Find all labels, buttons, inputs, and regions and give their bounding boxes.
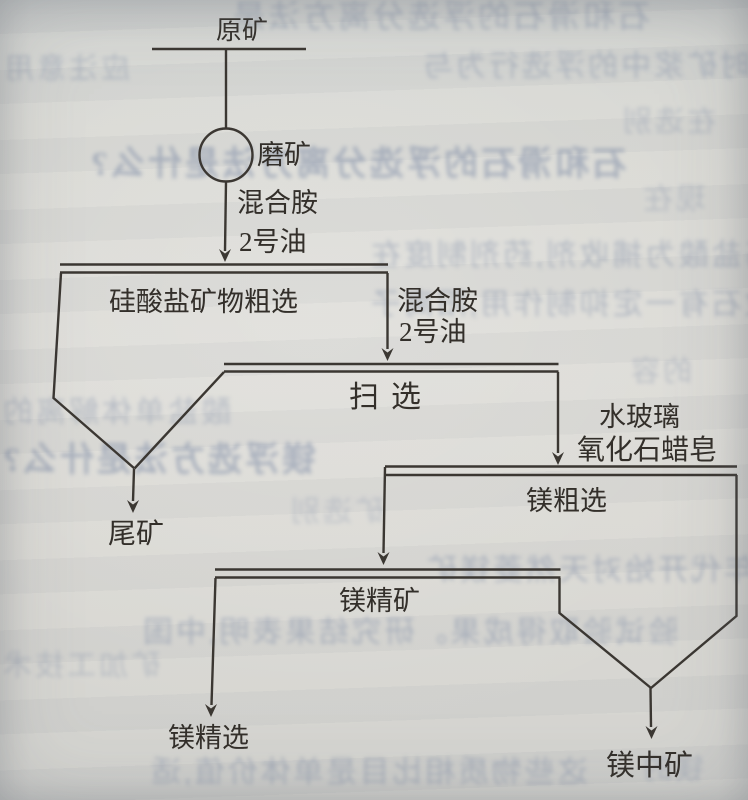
mg-middlings-drop-line — [649, 687, 653, 728]
label-mixed-amine-2: 混合胺 — [397, 286, 478, 316]
arrowhead-to-tailings — [127, 500, 139, 513]
tailings-funnel-right-wall — [133, 371, 225, 470]
arrowhead-to-scavenging — [381, 348, 394, 361]
label-mixed-amine-1: 混合胺 — [237, 188, 318, 218]
label-mg-concentrate: 镁精矿 — [339, 586, 420, 616]
label-silicate-roughing: 硅酸盐矿物粗选 — [109, 287, 298, 317]
label-scavenging: 扫选 — [349, 381, 433, 414]
label-water-glass: 水玻璃 — [599, 402, 680, 432]
silicate-roughing-cell-bar — [60, 263, 388, 274]
arrowhead-to-mg-middlings — [645, 726, 658, 739]
label-mg-cleaning: 镁精选 — [168, 723, 249, 753]
arrowhead-feed-to-silicate-roughing — [219, 249, 231, 262]
mg-concentrate-cell-bar — [215, 568, 561, 579]
label-mg-roughing: 镁粗选 — [526, 486, 607, 516]
label-mg-middlings: 镁中矿 — [606, 750, 694, 782]
arrowhead-to-mg-concentrate — [377, 552, 390, 565]
label-oxidized-paraffin-soap: 氧化石蜡皂 — [577, 435, 718, 466]
mg-roughing-to-mg-concentrate-line — [382, 466, 387, 554]
label-tailings: 尾矿 — [108, 519, 165, 550]
arrowhead-to-mg-cleaning — [205, 704, 217, 717]
label-grinding: 磨矿 — [257, 140, 311, 170]
mg-middlings-funnel-left-wall — [558, 578, 652, 689]
scavenging-cell-bar — [224, 362, 559, 373]
mg-concentrate-to-cleaning-line — [210, 577, 217, 706]
label-no2-oil-1: 2号油 — [239, 227, 307, 257]
flowsheet-lines — [52, 47, 738, 739]
arrowhead-to-mg-roughing — [552, 452, 564, 465]
tailings-drop-line — [131, 468, 136, 502]
mg-roughing-right-wall — [650, 475, 738, 689]
silicate-roughing-left-wall — [52, 272, 136, 470]
mg-roughing-cell-bar — [385, 465, 737, 477]
label-no2-oil-2: 2号油 — [399, 317, 467, 347]
label-raw-ore: 原矿 — [216, 16, 269, 45]
feed-line-lower — [223, 181, 228, 252]
